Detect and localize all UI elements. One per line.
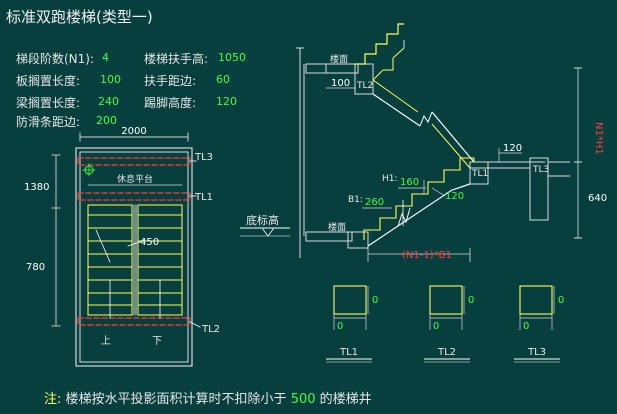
- section-b1-label: B1:: [348, 195, 363, 205]
- param-label-steps: 梯段阶数(N1):: [16, 52, 95, 66]
- section-lower-steps: [363, 157, 475, 240]
- elevation-marker-icon: [261, 227, 275, 237]
- plan-dim-450: 450: [140, 237, 159, 248]
- plan-dim-780: 780: [26, 262, 45, 273]
- footnote-prefix: 注:: [44, 392, 62, 407]
- beam-tl3-height: 0: [558, 295, 564, 306]
- section-base-elev: 底标高: [246, 213, 279, 227]
- stair-section: 楼面 100 TL2 TL3 120: [240, 23, 607, 262]
- plan-width-dim: 2000: [121, 126, 146, 137]
- param-value-handrail-height[interactable]: 1050: [218, 51, 246, 64]
- beam-tl1-label: TL1: [339, 347, 358, 358]
- param-label-slab-bearing: 板搁置长度:: [16, 74, 81, 88]
- plan-label-up: 上: [101, 335, 111, 347]
- footnote: 注: 楼梯按水平投影面积计算时不扣除小于 500 的楼梯井: [44, 388, 372, 407]
- plan-treads: [87, 214, 183, 306]
- footnote-number: 500: [290, 392, 316, 407]
- section-h1-label: H1:: [382, 174, 398, 184]
- param-value-beam-bearing[interactable]: 240: [98, 95, 119, 108]
- param-label-handrail-height: 楼梯扶手高:: [144, 52, 209, 66]
- beam-tl3-label: TL3: [527, 347, 546, 358]
- footnote-text-a: 楼梯按水平投影面积计算时不扣除小于: [65, 392, 287, 407]
- section-dim-260: 260: [365, 197, 384, 208]
- beam-tl2-width: 0: [433, 321, 439, 332]
- beam-section-tl2: [429, 285, 463, 315]
- plan-label-tl2: TL2: [201, 324, 220, 335]
- plan-label-tl1: TL1: [194, 192, 213, 203]
- plan-outer-wall: [75, 147, 193, 367]
- panel-title: 标准双跑楼梯(类型一): [6, 8, 153, 26]
- param-label-skirting-height: 踢脚高度:: [144, 96, 197, 110]
- section-label-tl3: TL3: [532, 165, 549, 175]
- section-floor-top: 楼面: [330, 53, 348, 65]
- plan-label-tl3: TL3: [194, 152, 213, 163]
- section-upper-steps: [355, 23, 404, 65]
- section-bottom-slab: [305, 231, 353, 242]
- beam-section-tl1: [333, 285, 367, 315]
- param-label-beam-bearing: 梁搁置长度:: [16, 96, 81, 110]
- plan-landing-label: 休息平台: [117, 173, 153, 185]
- param-value-antislip-edge[interactable]: 200: [96, 114, 117, 127]
- section-dim-120: 120: [503, 143, 522, 154]
- beam-tl1-height: 0: [372, 295, 378, 306]
- plan-beam-tl3: [77, 157, 191, 166]
- section-dim-100: 100: [331, 78, 350, 89]
- beam-tl2-label: TL2: [437, 347, 456, 358]
- beam-section-tl3: [519, 285, 553, 315]
- plan-dim-1380: 1380: [24, 182, 49, 193]
- param-value-handrail-offset[interactable]: 60: [216, 73, 230, 86]
- param-value-skirting-height[interactable]: 120: [216, 95, 237, 108]
- param-label-handrail-offset: 扶手距边:: [144, 74, 197, 88]
- section-dim-n1h1: N1*H1: [593, 122, 604, 155]
- section-label-tl2: TL2: [356, 81, 373, 91]
- section-dim-160: 160: [400, 177, 419, 188]
- plan-beam-tl1: [77, 192, 191, 201]
- section-label-tl1: TL1: [471, 169, 488, 179]
- beam-tl2-height: 0: [468, 295, 474, 306]
- plan-inner-wall: [79, 151, 189, 363]
- section-beam-tl3: [529, 157, 549, 221]
- section-dim-120b: 120: [445, 191, 464, 202]
- beam-sections: 0 0 TL1 0 0 TL2 0 0 TL3: [326, 285, 564, 363]
- section-dim-n1b1: (N1-1)*B1: [402, 250, 452, 261]
- stair-plan: 2000 1380 780 TL3 TL1 TL2 休息平台: [24, 126, 220, 367]
- plan-beam-tl2: [77, 317, 191, 326]
- param-label-antislip-edge: 防滑条距边:: [16, 115, 81, 129]
- section-top-slab: [305, 63, 359, 74]
- section-dim-640: 640: [588, 193, 607, 204]
- beam-tl3-width: 0: [523, 321, 529, 332]
- plan-label-down: 下: [152, 336, 162, 347]
- param-value-slab-bearing[interactable]: 100: [100, 73, 121, 86]
- beam-tl1-width: 0: [337, 321, 343, 332]
- footnote-text-b: 的楼梯井: [319, 392, 372, 407]
- section-floor-bottom: 楼面: [328, 221, 346, 233]
- param-value-steps[interactable]: 4: [102, 51, 109, 64]
